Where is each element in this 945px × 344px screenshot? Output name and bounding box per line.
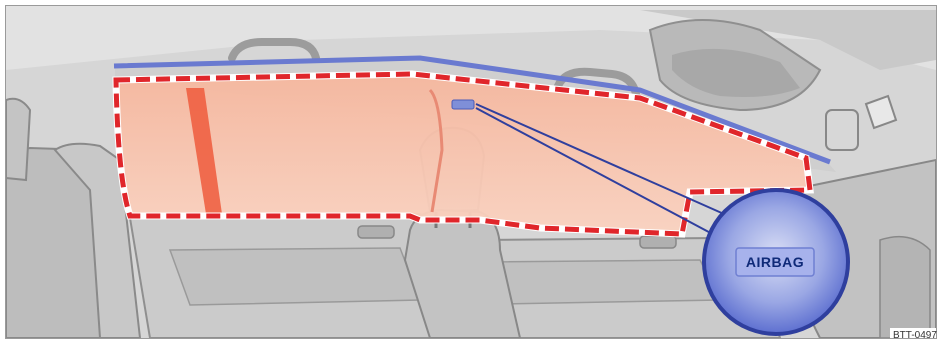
- airbag-label: AIRBAG: [736, 248, 814, 276]
- figure-code: BTT-0497: [893, 330, 937, 342]
